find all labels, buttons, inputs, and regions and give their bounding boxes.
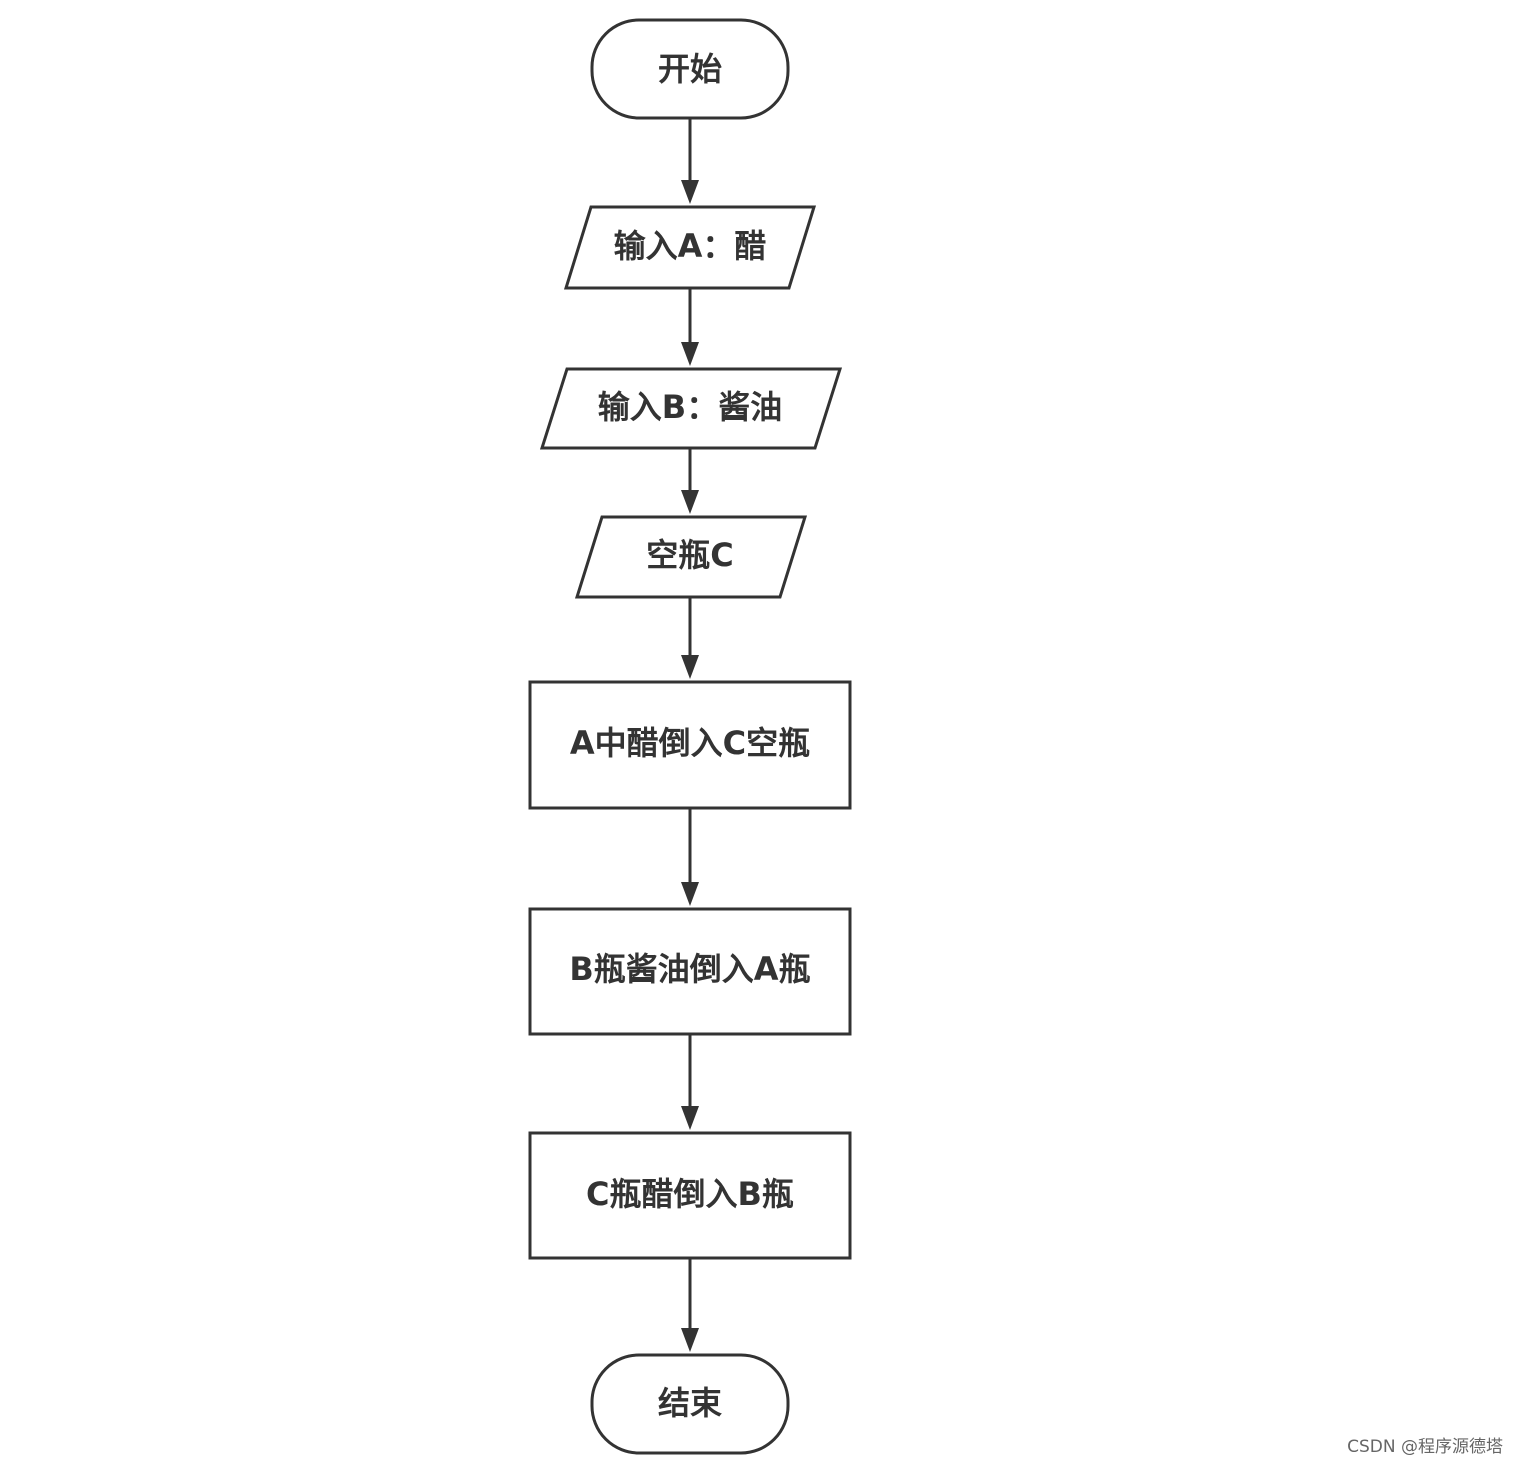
watermark: CSDN @程序源德塔: [1347, 1437, 1503, 1457]
step3-process-shape: [528, 1131, 852, 1260]
end-label: 结束: [658, 1384, 722, 1422]
step1-label: A中醋倒入C空瓶: [570, 724, 810, 762]
input-a-shape: [563, 205, 817, 290]
step2-label: B瓶酱油倒入A瓶: [569, 950, 810, 988]
arrow-empty-c-to-step1: [681, 597, 699, 679]
input-a-label: 输入A：醋: [614, 227, 767, 265]
arrow-input-a-to-input-b: [681, 288, 699, 366]
arrow-step1-to-step2: [681, 808, 699, 906]
step1-node: A中醋倒入C空瓶: [528, 680, 852, 810]
step1-process-shape: [528, 680, 852, 810]
step2-node: B瓶酱油倒入A瓶: [528, 907, 852, 1036]
step3-node: C瓶醋倒入B瓶: [528, 1131, 852, 1260]
input-b-node: 输入B：酱油: [539, 367, 843, 450]
arrow-step2-to-step3: [681, 1034, 699, 1130]
empty-c-node: 空瓶C: [574, 515, 808, 599]
end-node: 结束: [590, 1353, 790, 1455]
input-a-node: 输入A：醋: [563, 205, 817, 290]
end-terminator-shape: [590, 1353, 790, 1455]
empty-c-shape: [574, 515, 808, 599]
input-b-label: 输入B：酱油: [598, 388, 782, 426]
arrow-input-b-to-empty-c: [681, 448, 699, 514]
arrow-start-to-input-a: [681, 118, 699, 204]
start-label: 开始: [658, 50, 722, 88]
step3-label: C瓶醋倒入B瓶: [586, 1175, 794, 1213]
input-b-shape: [539, 367, 843, 450]
arrow-step3-to-end: [681, 1258, 699, 1352]
empty-c-label: 空瓶C: [646, 536, 734, 574]
start-node: 开始: [590, 18, 790, 120]
